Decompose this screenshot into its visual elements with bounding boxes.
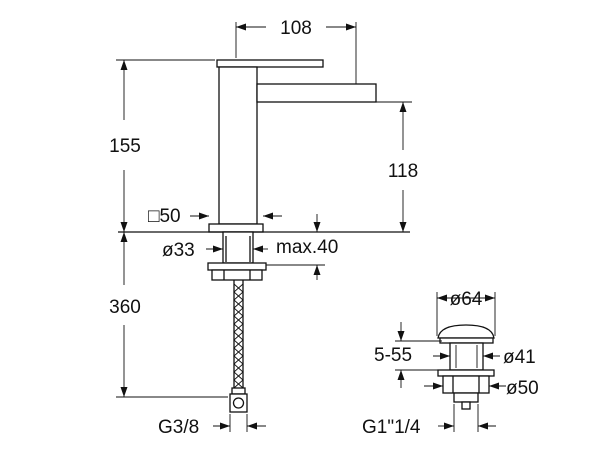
dim-hose-length: 360 — [109, 232, 228, 398]
dim-waste-thread: G1"1/4 — [362, 404, 496, 438]
label-waste-body: ø41 — [503, 347, 536, 368]
faucet-spout — [256, 83, 377, 103]
faucet-nut — [211, 269, 263, 281]
dim-waste-body: ø41 — [433, 347, 536, 368]
faucet-drawing — [118, 59, 410, 413]
waste-nut — [437, 369, 495, 377]
label-max-deck: max.40 — [276, 237, 338, 258]
waste-drawing — [437, 324, 495, 410]
dim-max-deck: max.40 — [266, 214, 338, 280]
faucet-shank — [222, 231, 254, 264]
dim-spout-reach: 108 — [235, 18, 357, 84]
dim-shank-diameter: ø33 — [162, 240, 268, 261]
label-hose-thread: G3/8 — [158, 417, 199, 438]
hose-fitting — [231, 387, 246, 395]
dim-waste-clamp: 5-55 — [374, 322, 442, 388]
faucet-base — [208, 223, 264, 233]
dim-waste-nut: ø50 — [424, 378, 539, 399]
label-waste-nut: ø50 — [506, 378, 539, 399]
label-spout-reach: 108 — [280, 18, 312, 39]
waste-outlet — [453, 392, 479, 403]
label-base-square: □50 — [148, 206, 181, 227]
faucet-body — [218, 66, 258, 225]
label-waste-clamp: 5-55 — [374, 345, 412, 366]
label-shank-diameter: ø33 — [162, 240, 195, 261]
faucet-washer — [207, 262, 267, 271]
label-waste-thread: G1"1/4 — [362, 417, 421, 438]
label-total-height: 155 — [109, 136, 141, 157]
dim-hose-thread: G3/8 — [158, 414, 266, 438]
dim-total-height: 155 — [109, 59, 215, 232]
waste-body — [449, 342, 484, 371]
label-waste-cap: ø64 — [450, 289, 483, 310]
dim-base-square: □50 — [148, 206, 282, 227]
label-spout-height: 118 — [388, 161, 418, 182]
label-hose-length: 360 — [109, 297, 141, 318]
faucet-lever — [216, 59, 324, 68]
waste-flange — [439, 337, 494, 344]
flexible-hose — [233, 280, 244, 389]
waste-cap — [437, 324, 495, 339]
dim-waste-cap: ø64 — [436, 289, 496, 336]
dim-spout-height: 118 — [345, 101, 418, 232]
